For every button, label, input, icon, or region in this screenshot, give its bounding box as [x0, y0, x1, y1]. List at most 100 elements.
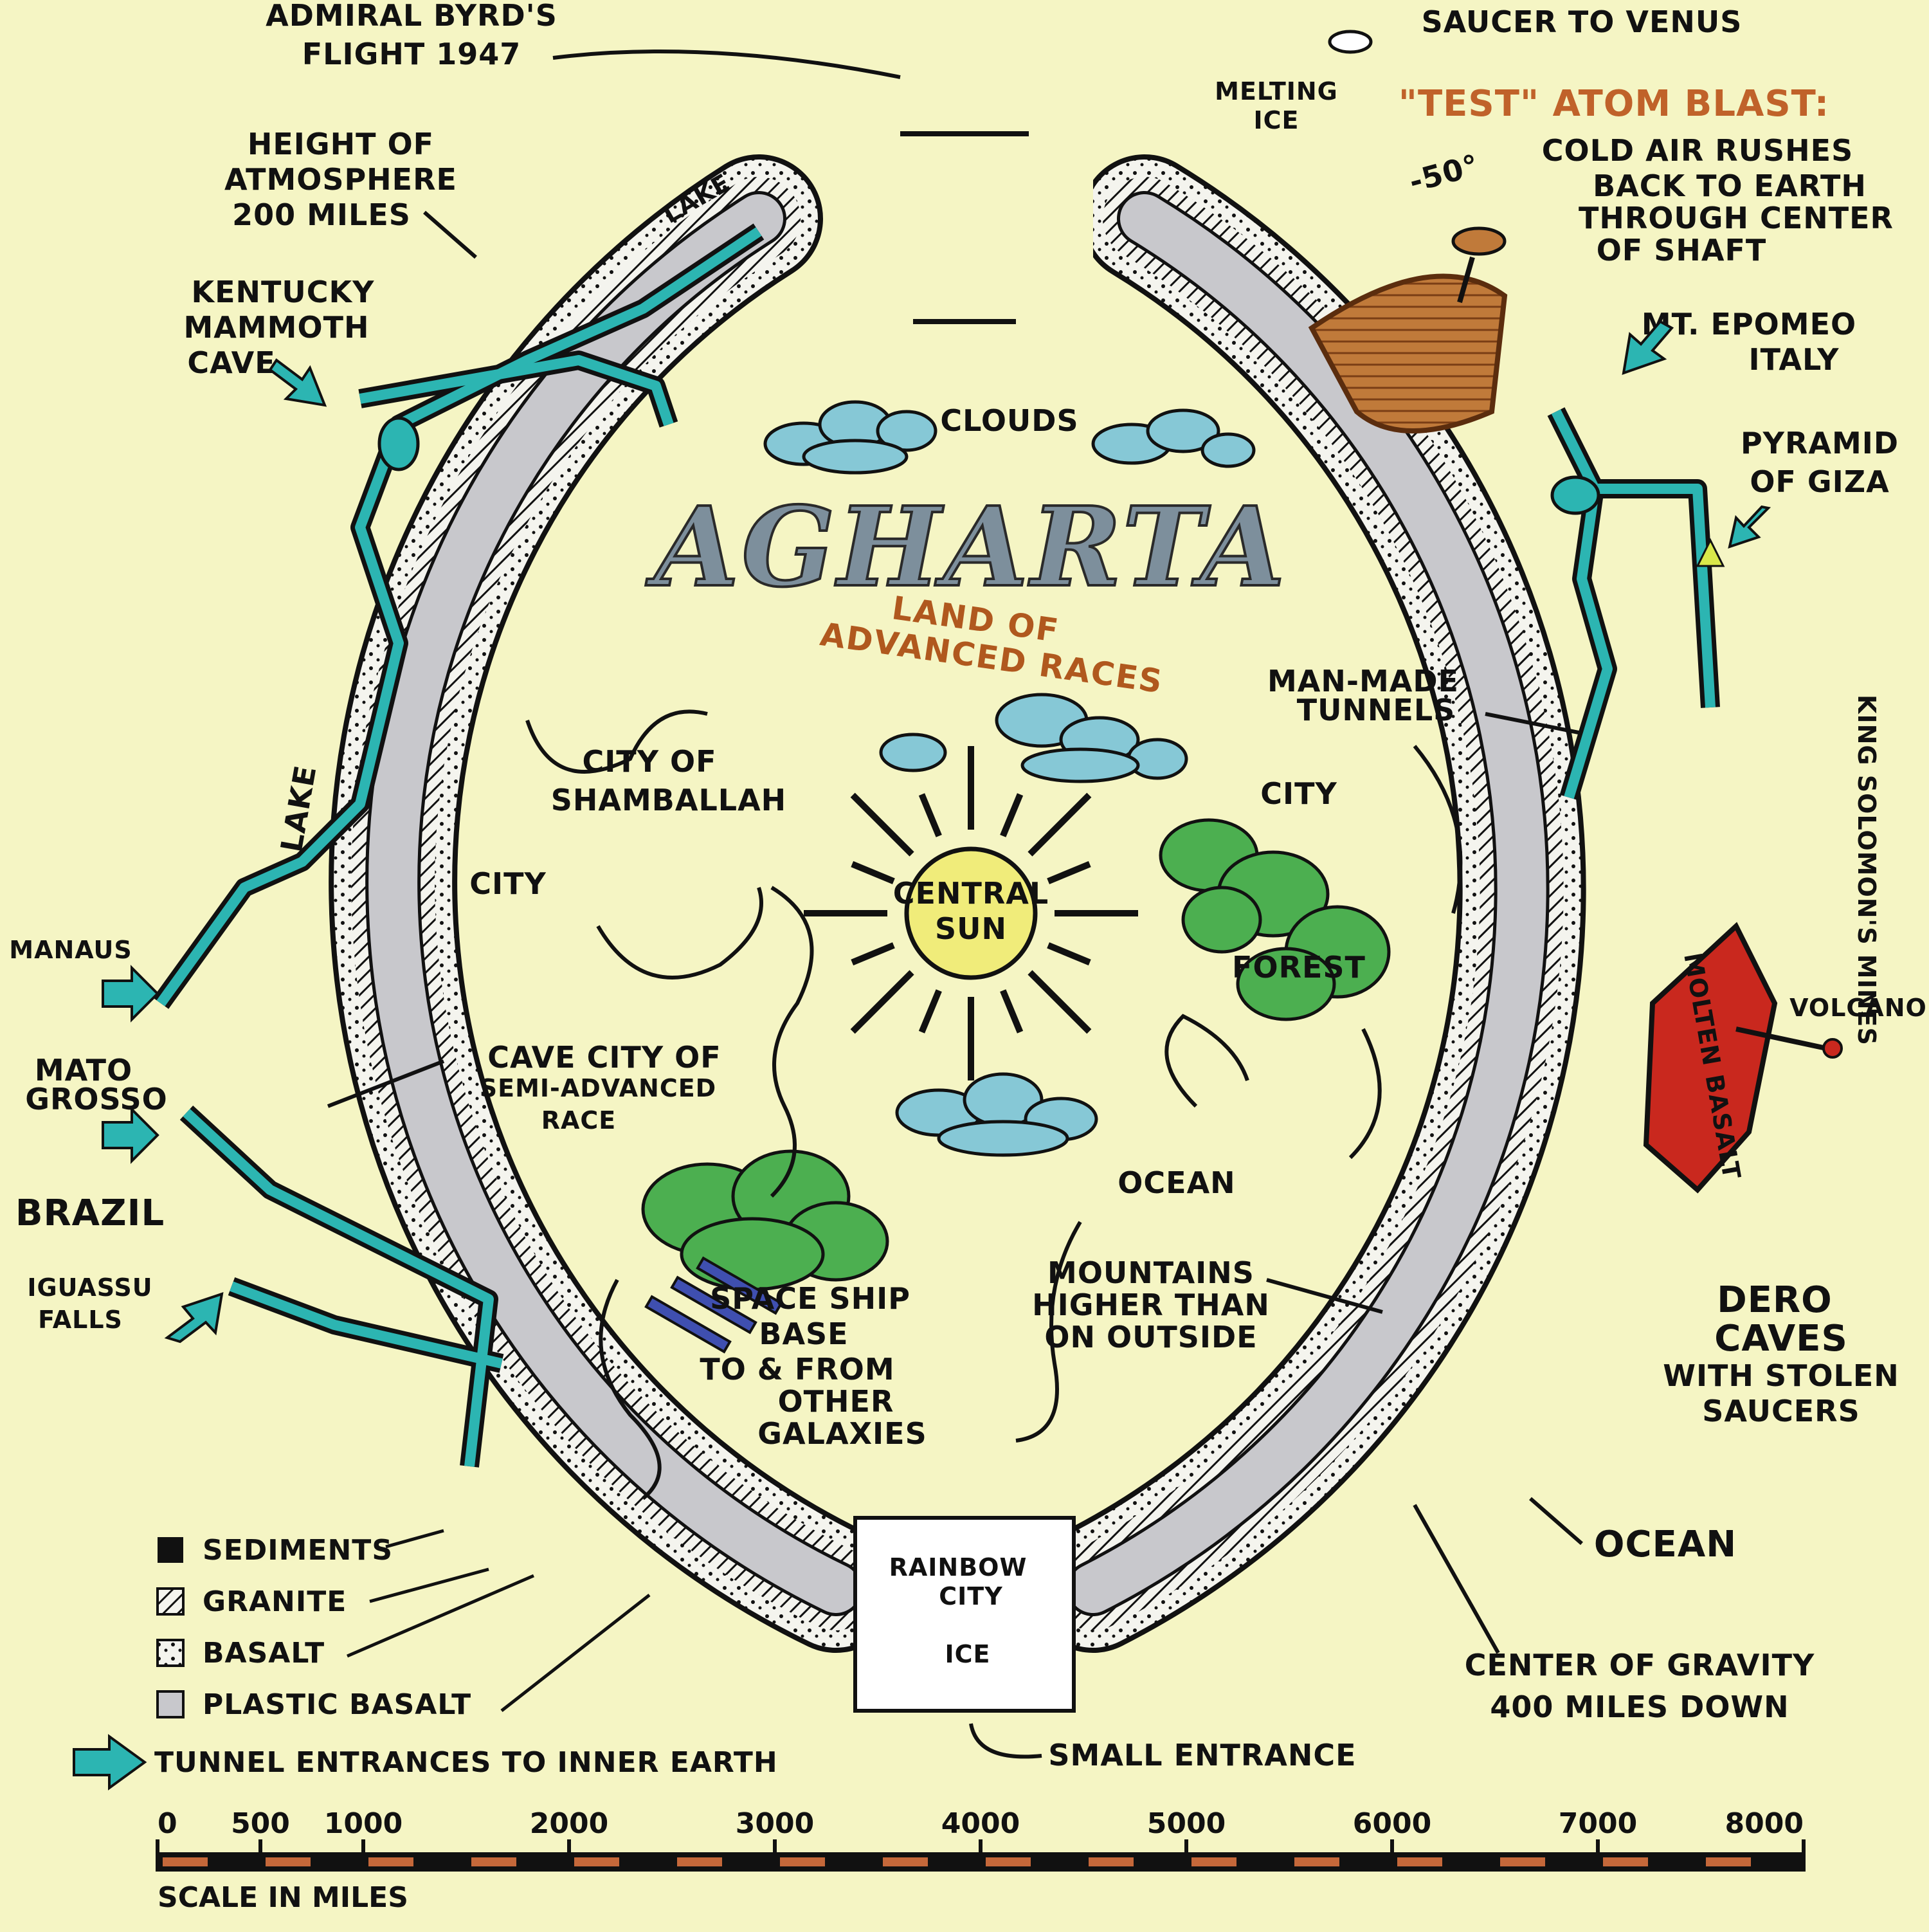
- legend-swatch-plastic-basalt: [156, 1690, 185, 1718]
- scale-segment: [266, 1857, 311, 1866]
- label-kentucky-1: KENTUCKY: [191, 275, 374, 309]
- scale-segment: [1191, 1857, 1236, 1866]
- label-gravity-2: 400 MILES DOWN: [1490, 1690, 1789, 1724]
- scale-segment: [574, 1857, 619, 1866]
- volcano-shaft: MOLTEN BASALT: [1643, 922, 1843, 1194]
- scale-segment: [368, 1857, 413, 1866]
- arrow-iguassu: [164, 1292, 224, 1344]
- label-city-right: CITY: [1260, 776, 1337, 811]
- label-ocean-inner: OCEAN: [1118, 1165, 1235, 1200]
- legend-swatch-basalt: [156, 1639, 185, 1667]
- label-city-left: CITY: [469, 866, 547, 901]
- sun-ray: [1028, 792, 1092, 857]
- space-ship-base: [644, 1256, 783, 1354]
- forest-right: [1159, 818, 1391, 1021]
- label-king-solomon: KING SOLOMON'S MINES: [1852, 695, 1881, 1046]
- label-rainbow-2: CITY: [939, 1582, 1002, 1610]
- legend-swatch-sediments: [158, 1537, 183, 1563]
- pyramid-of-giza-mark: [1696, 538, 1725, 567]
- label-test-2: COLD AIR RUSHES: [1542, 133, 1853, 168]
- label-manmade-1: MAN-MADE: [1267, 664, 1459, 698]
- sun-ray: [850, 970, 914, 1034]
- scale-tick-label: 4000: [941, 1807, 1020, 1840]
- cloud-4: [895, 1072, 1098, 1157]
- label-ocean-outer: OCEAN: [1594, 1524, 1737, 1565]
- label-epomeo-2: ITALY: [1749, 342, 1840, 377]
- label-manaus: MANAUS: [9, 936, 132, 964]
- scale-tick-label: 3000: [736, 1807, 814, 1840]
- arrow-mato-grosso: [102, 1106, 159, 1164]
- label-height-3: 200 MILES: [232, 197, 411, 232]
- tunnel-kentucky: [156, 227, 762, 1007]
- label-dero-3: WITH STOLEN: [1663, 1358, 1899, 1393]
- sun-ray: [1047, 861, 1091, 884]
- label-space-4: OTHER: [778, 1384, 894, 1419]
- scale-tick-label: 500: [231, 1807, 290, 1840]
- label-volcano: VOLCANO: [1789, 994, 1927, 1022]
- sun-ray: [1047, 942, 1091, 966]
- label-mato-2: GROSSO: [25, 1082, 168, 1116]
- legend-label-granite: GRANITE: [203, 1585, 347, 1618]
- label-cave-2: SEMI-ADVANCED: [480, 1074, 716, 1102]
- label-cave-1: CAVE CITY OF: [487, 1040, 721, 1075]
- atom-blast-cone: [1308, 226, 1508, 433]
- label-giza-1: PYRAMID: [1741, 426, 1899, 460]
- sun-ray: [1028, 970, 1092, 1034]
- cloud-3: [879, 693, 1188, 783]
- legend-label-plastic-basalt: PLASTIC BASALT: [203, 1688, 471, 1721]
- sun-ray: [918, 989, 942, 1034]
- label-byrd-1: ADMIRAL BYRD'S: [266, 0, 557, 33]
- scale-segment: [1294, 1857, 1339, 1866]
- forest-left: [641, 1149, 889, 1291]
- cloud-2: [1091, 408, 1256, 468]
- label-height-1: HEIGHT OF: [248, 127, 434, 161]
- scale-segment: [1089, 1857, 1134, 1866]
- label-sun-1: CENTRAL: [893, 876, 1049, 911]
- legend-label-sediments: SEDIMENTS: [203, 1534, 393, 1567]
- legend-tunnel-arrow: [73, 1734, 147, 1791]
- label-clouds: CLOUDS: [940, 403, 1078, 438]
- label-byrd-2: FLIGHT 1947: [302, 37, 521, 71]
- scale-segment: [883, 1857, 928, 1866]
- label-melting-1: MELTING: [1215, 77, 1338, 105]
- label-epomeo-1: MT. EPOMEO: [1642, 307, 1856, 342]
- label-saucer: SAUCER TO VENUS: [1422, 5, 1743, 39]
- label-shamballah-2: SHAMBALLAH: [551, 783, 786, 817]
- south-polar-opening: [853, 1516, 1076, 1713]
- label-mountains-3: ON OUTSIDE: [1044, 1320, 1257, 1354]
- cloud-1: [763, 400, 937, 475]
- arrow-epomeo: [1622, 320, 1674, 376]
- label-dero-1: DERO: [1717, 1279, 1832, 1321]
- label-sun-2: SUN: [935, 911, 1007, 946]
- label-test-3: BACK TO EARTH: [1593, 169, 1867, 203]
- label-kentucky-3: CAVE: [187, 345, 275, 380]
- label-dero-4: SAUCERS: [1702, 1394, 1860, 1428]
- label-iguassu-2: FALLS: [38, 1306, 123, 1334]
- label-gravity-1: CENTER OF GRAVITY: [1465, 1648, 1815, 1682]
- label-test-4: THROUGH CENTER: [1579, 201, 1894, 235]
- label-forest: FOREST: [1232, 950, 1366, 985]
- title-agharta: AGHARTA: [646, 483, 1288, 612]
- legend-swatch-granite: [156, 1587, 185, 1616]
- label-mountains-1: MOUNTAINS: [1047, 1255, 1254, 1290]
- scale-tick-label: 0: [158, 1807, 177, 1840]
- sun-ray: [918, 793, 942, 837]
- scale-caption: SCALE IN MILES: [158, 1881, 408, 1914]
- label-space-2: BASE: [759, 1317, 848, 1351]
- scale-segment: [1500, 1857, 1545, 1866]
- scale-tick-label: 2000: [530, 1807, 608, 1840]
- label-manmade-2: TUNNELS: [1297, 693, 1456, 727]
- scale-segment: [163, 1857, 208, 1866]
- label-test-5: OF SHAFT: [1597, 233, 1767, 268]
- label-ice: ICE: [945, 1640, 991, 1668]
- scale-segment: [780, 1857, 825, 1866]
- arrow-manaus: [102, 965, 159, 1023]
- scale-tick-label: 1000: [324, 1807, 403, 1840]
- label-small-entrance: SMALL ENTRANCE: [1048, 1738, 1356, 1773]
- label-space-1: SPACE SHIP: [710, 1281, 910, 1316]
- entrance-arrows: [102, 320, 1771, 1344]
- scale-segment: [1706, 1857, 1751, 1866]
- label-kentucky-2: MAMMOTH: [184, 310, 370, 345]
